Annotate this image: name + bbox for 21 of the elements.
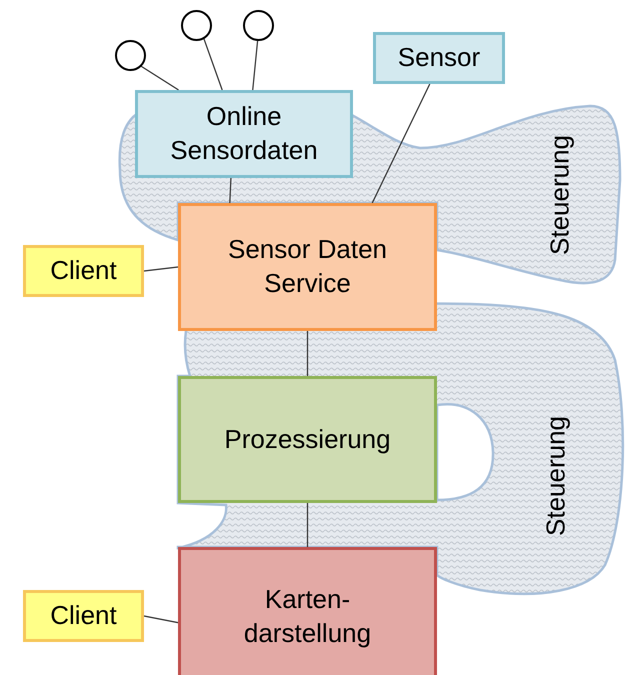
connector-line <box>144 266 178 272</box>
client-box: Client <box>23 590 144 642</box>
service-box: Sensor Daten Service <box>178 203 437 331</box>
client-box: Client <box>23 245 144 297</box>
connector-line <box>252 40 258 90</box>
port-circle <box>181 10 212 41</box>
connector-line <box>229 178 232 204</box>
port-circle <box>115 40 146 71</box>
map-rendering-box: Karten- darstellung <box>178 547 437 675</box>
connector-line <box>141 66 179 90</box>
region-label: Steuerung <box>544 135 576 255</box>
port-circle <box>243 10 274 41</box>
region-label: Steuerung <box>540 416 572 536</box>
connector-line <box>306 503 308 547</box>
data-box: Online Sensordaten <box>135 90 353 178</box>
connector-line <box>144 615 178 624</box>
sensor-box: Sensor <box>373 32 505 84</box>
connector-line <box>203 38 223 90</box>
connector-line <box>372 84 430 204</box>
process-box: Prozessierung <box>178 376 437 503</box>
connector-line <box>306 331 308 376</box>
